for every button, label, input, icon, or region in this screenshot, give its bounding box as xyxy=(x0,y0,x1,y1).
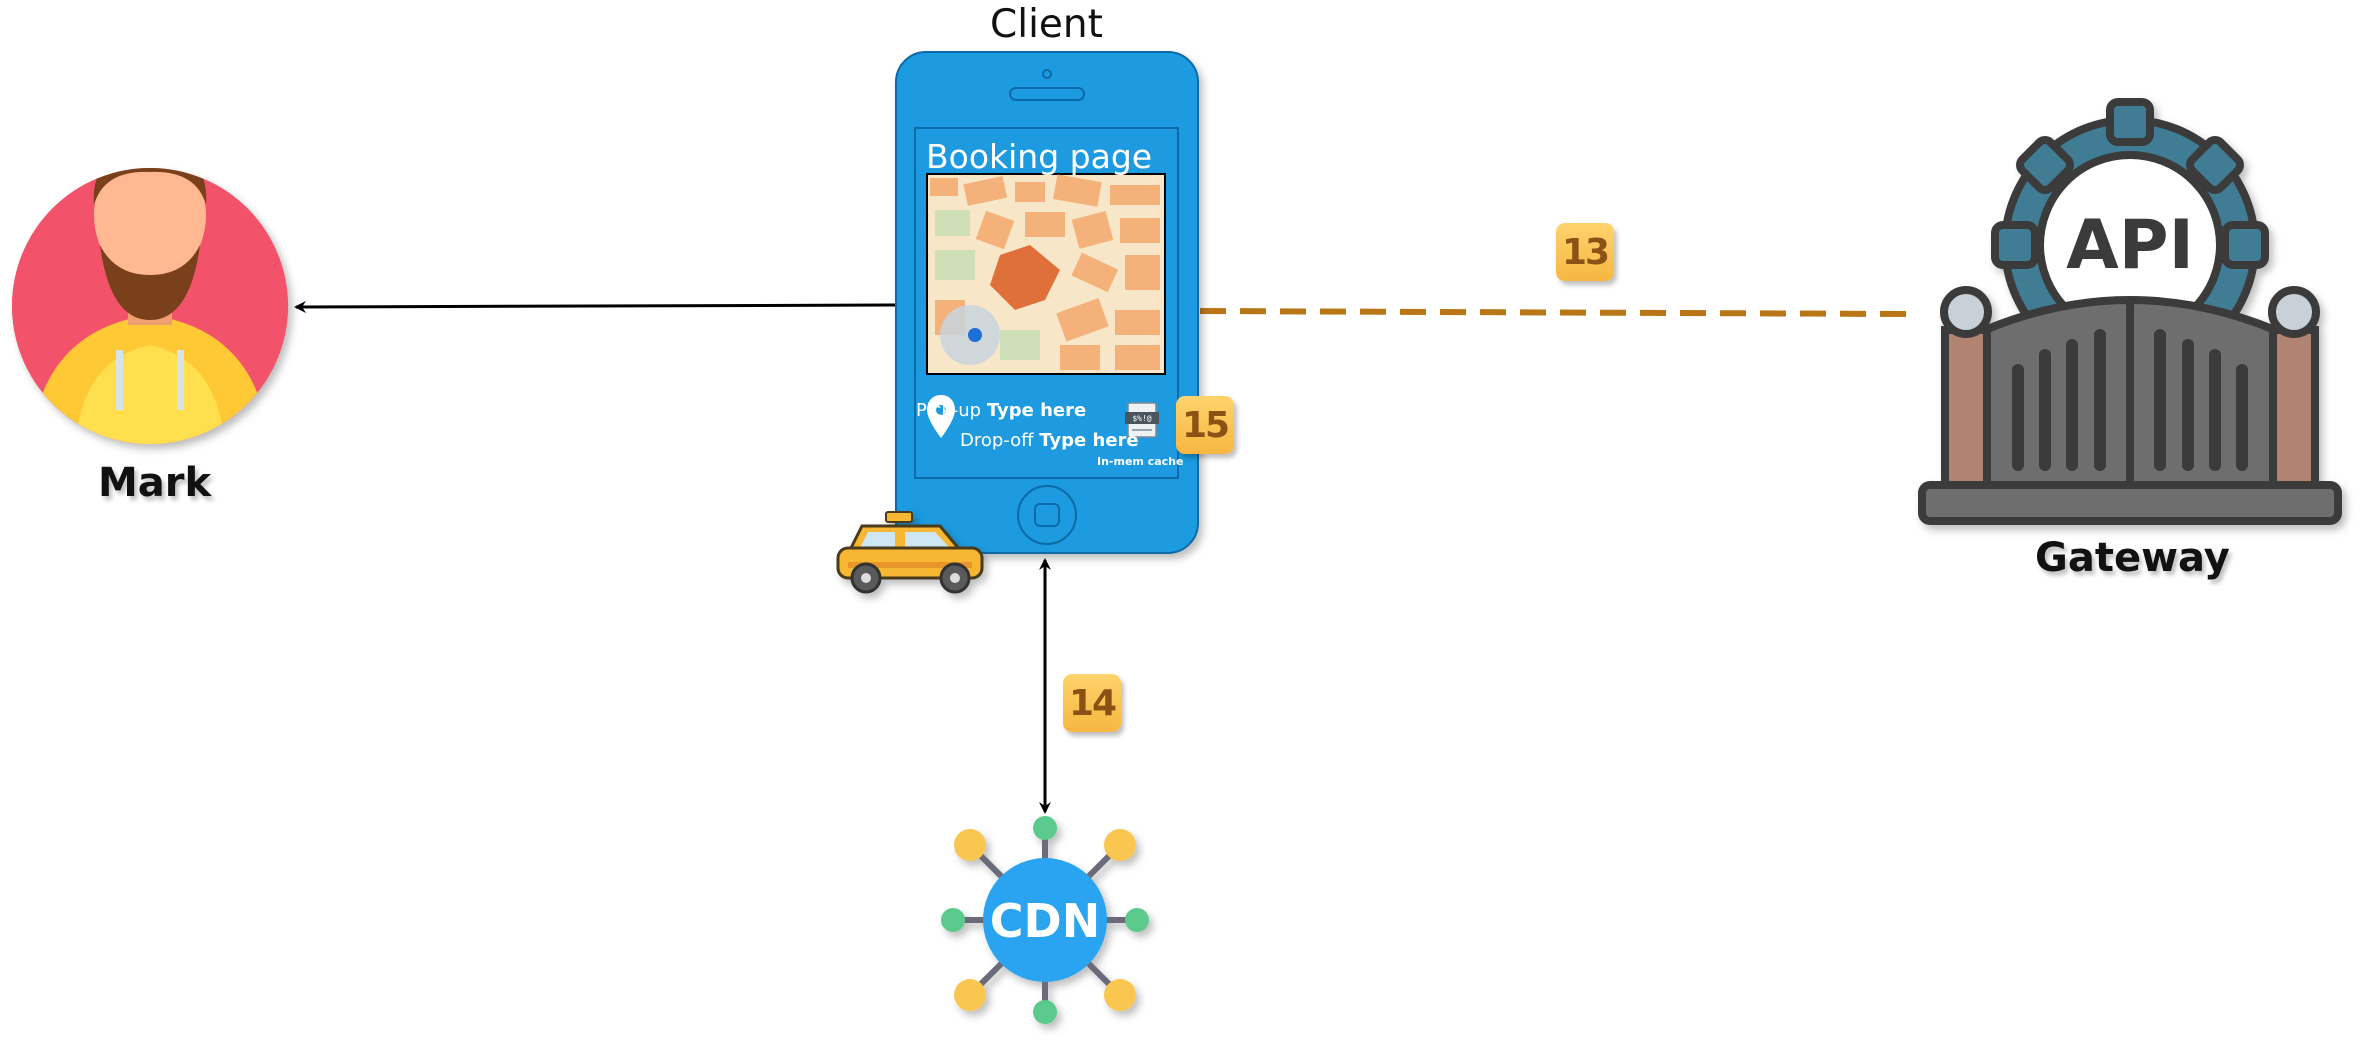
step-badge-15: 15 xyxy=(1176,396,1234,454)
client-gateway-dashed-link xyxy=(1199,308,1911,317)
api-gateway-icon: API xyxy=(1918,98,2342,525)
client-title: Client xyxy=(990,2,1103,47)
cache-icon-text: $%!@ xyxy=(1132,414,1151,423)
client-to-mark-arrow xyxy=(294,300,897,313)
pickup-label: Pick-up xyxy=(916,400,982,421)
taxi-icon xyxy=(836,511,984,594)
mark-avatar xyxy=(12,168,288,444)
pickup-field[interactable]: Pick-up Type here xyxy=(916,400,1086,421)
dropoff-label: Drop-off xyxy=(960,430,1034,451)
api-icon-text: API xyxy=(2066,206,2194,285)
booking-page-title: Booking page xyxy=(926,137,1153,176)
phone-home-button[interactable] xyxy=(1017,485,1077,545)
map-location-pin xyxy=(968,328,982,342)
location-pin-icon xyxy=(927,395,955,438)
booking-map[interactable] xyxy=(926,173,1166,375)
dropoff-input[interactable]: Type here xyxy=(1039,430,1139,451)
cdn-icon: CDN xyxy=(941,816,1149,1024)
cdn-icon-text: CDN xyxy=(990,894,1100,948)
phone-speaker xyxy=(1009,87,1085,101)
mark-label: Mark xyxy=(98,460,212,506)
dropoff-field[interactable]: Drop-off Type here xyxy=(960,430,1139,451)
step-badge-13: 13 xyxy=(1556,223,1614,281)
phone-camera xyxy=(1042,69,1052,79)
gateway-label: Gateway xyxy=(2035,535,2230,581)
in-mem-cache-label: In-mem cache xyxy=(1097,455,1184,468)
pickup-input[interactable]: Type here xyxy=(986,400,1087,421)
cache-document-icon: $%!@ xyxy=(1125,402,1159,438)
step-badge-14: 14 xyxy=(1063,674,1121,732)
